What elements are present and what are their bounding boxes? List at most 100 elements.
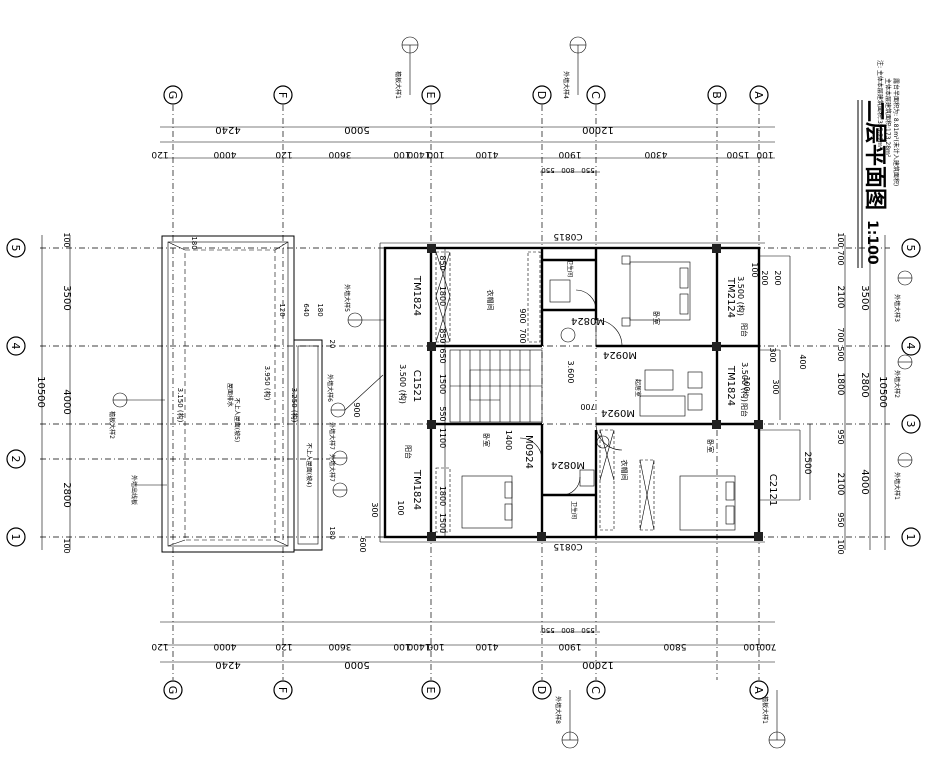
room-balcony-2: 阳台 <box>740 403 749 417</box>
bottom-dim-5000: 5000 <box>344 659 369 670</box>
callout-left-1: 檐板大样2 <box>108 392 165 439</box>
callout-mid-2: 外墙大样6 <box>326 374 384 418</box>
callout-text-9: 外墙出线板 <box>130 475 138 505</box>
axis-a-top: A <box>752 91 765 99</box>
top-d-12: 100 <box>756 149 773 159</box>
axis-d-top: D <box>535 91 548 99</box>
dim-300-b: 300 <box>768 347 777 362</box>
callout-text-2: 外墙大样4 <box>562 71 570 99</box>
callout-top-e: 檐板大样1 <box>394 36 419 99</box>
right-x-4: 400 <box>798 354 807 369</box>
right-d-3: 2100 <box>835 286 845 309</box>
callout-text-10: 外墙大样5 <box>343 284 351 312</box>
right-x-3: 300 <box>771 379 780 394</box>
axis-f-top: F <box>276 92 289 98</box>
axis-bubbles-sides: 5 4 2 1 5 4 3 1 <box>6 238 921 547</box>
drawing-title: 二层平面图 <box>862 100 887 210</box>
window-c0815-b: C0815 <box>553 541 582 551</box>
right-x-6: 2500 <box>802 452 812 475</box>
callout-right-1: 外墙大样3 <box>893 270 913 322</box>
dim-300: 300 <box>370 502 379 517</box>
left-d-5: 100 <box>62 538 71 553</box>
dim-1800: 1800 <box>438 286 447 306</box>
dim-100: 100 <box>396 500 405 515</box>
right-d-9: 950 <box>836 512 845 527</box>
room-bath-1: 卫生间 <box>566 259 574 277</box>
room-balcony-3: 阳台 <box>404 445 413 459</box>
dim-1500: 1500 <box>438 374 447 394</box>
detail-callouts: 檐板大样1 外墙大样4 外墙大样8 檐板大样1 外墙大样3 <box>108 36 913 749</box>
bottom-dimensions: 12000 4240 5000 120 4000 120 3600 100 14… <box>151 621 777 670</box>
axis-c-top: C <box>589 91 602 99</box>
dim-850-b: 850 <box>438 328 447 343</box>
window-c0815-a: C0815 <box>553 231 582 241</box>
bot-d-8: 4100 <box>475 641 498 651</box>
dim-900-a: 900 <box>518 308 527 323</box>
top-d-3: 120 <box>275 149 292 159</box>
level-mark-3: 3.500 (构) <box>736 276 746 316</box>
right-total-dim: 10500 <box>877 376 888 408</box>
sofa-icon <box>639 395 686 417</box>
right-d-10: 100 <box>836 539 845 554</box>
callout-text-4: 檐板大样1 <box>761 696 769 724</box>
bot-s-1: 550 <box>541 626 554 634</box>
right-d-6: 1800 <box>835 373 845 396</box>
callout-text-11: 外墙大样6 <box>326 374 334 402</box>
axis-bubbles-bottom: G F E D C A <box>163 680 769 700</box>
bot-d-6: 1400 <box>407 641 430 651</box>
top-dimensions: 12000 4240 5000 120 4000 120 3600 100 14… <box>151 124 775 174</box>
axis-b-top: B <box>710 91 723 99</box>
room-bedroom-2: 卧室 <box>482 433 491 447</box>
right-x-1: 200 <box>773 270 782 285</box>
note-3: 露台半面积为: 8.81m²(未计入建筑面积) <box>892 78 900 186</box>
dim-100-600: 600 <box>358 537 367 552</box>
axis-e-bottom: E <box>424 687 437 694</box>
window-c1521: C1521 <box>411 370 422 402</box>
callout-bot-a: 檐板大样1 <box>761 690 786 749</box>
axis-5-left: 5 <box>9 245 22 252</box>
bot-s-2: 800 <box>561 626 574 634</box>
left-d-2: 3500 <box>61 285 72 310</box>
door-m0824-a: M0824 <box>571 315 605 326</box>
door-tm1824-b: TM1824 <box>411 469 422 510</box>
top-dim-4240: 4240 <box>215 124 240 135</box>
left-d-4: 2800 <box>61 482 72 507</box>
bot-s-3: 550 <box>581 626 594 634</box>
callout-text-5: 外墙大样3 <box>893 294 901 322</box>
room-labels: 衣帽间 卫生间 卧室 阳台 起居室 阳台 卧室 阳台 衣帽间 卧室 卫生间 <box>404 259 749 519</box>
callout-mid-1: 外墙大样5 <box>343 284 385 328</box>
axis-1-right: 1 <box>904 534 917 541</box>
callout-right-3: 外墙大样1 <box>893 452 913 500</box>
axis-a-bottom: A <box>752 686 765 694</box>
dim-700-b: 700 <box>580 402 595 411</box>
note-1: 注: 主体本层建筑面积:355.77m² <box>876 60 884 150</box>
right-d-2: 700 <box>836 250 845 265</box>
room-bedroom-1: 卧室 <box>652 311 661 325</box>
roof-dim-180c: 180 <box>328 526 336 539</box>
door-tm2124: TM2124 <box>725 277 736 318</box>
right-d-1: 100 <box>836 232 845 247</box>
callout-text-6: 外墙大样2 <box>893 370 901 398</box>
top-total-dim: 12000 <box>582 124 614 135</box>
roof-dim-640: 640 <box>302 303 310 316</box>
roof-area: 屋面排水 不上人屋面(坡5) 不上人屋面(坡4) 3.950 (构) 3.250… <box>161 235 336 553</box>
title-block: 二层平面图 1:100 <box>857 100 887 268</box>
top-d-2: 4000 <box>213 149 236 159</box>
dim-650: 650 <box>438 348 447 363</box>
right-d2-1: 3500 <box>859 285 870 310</box>
furniture <box>461 255 736 531</box>
callout-left-2: 外墙出线板 <box>130 475 167 505</box>
left-dimensions: 10500 100 3500 4000 2800 100 <box>35 232 72 553</box>
bed-icon <box>461 475 513 529</box>
room-living: 起居室 <box>634 379 642 397</box>
top-d-1: 120 <box>151 149 168 159</box>
note-2: 主体本层建筑面积:173.28m² <box>884 78 892 158</box>
closet-hatch <box>435 251 655 533</box>
bot-d-3: 120 <box>275 641 292 651</box>
axis-4-right: 4 <box>904 343 917 350</box>
roof-label-1: 不上人屋面(坡5) <box>233 398 241 443</box>
level-mark-4: 3.500 (构) <box>740 362 750 402</box>
vertical-axis-lines <box>172 105 760 680</box>
axis-5-right: 5 <box>904 245 917 252</box>
